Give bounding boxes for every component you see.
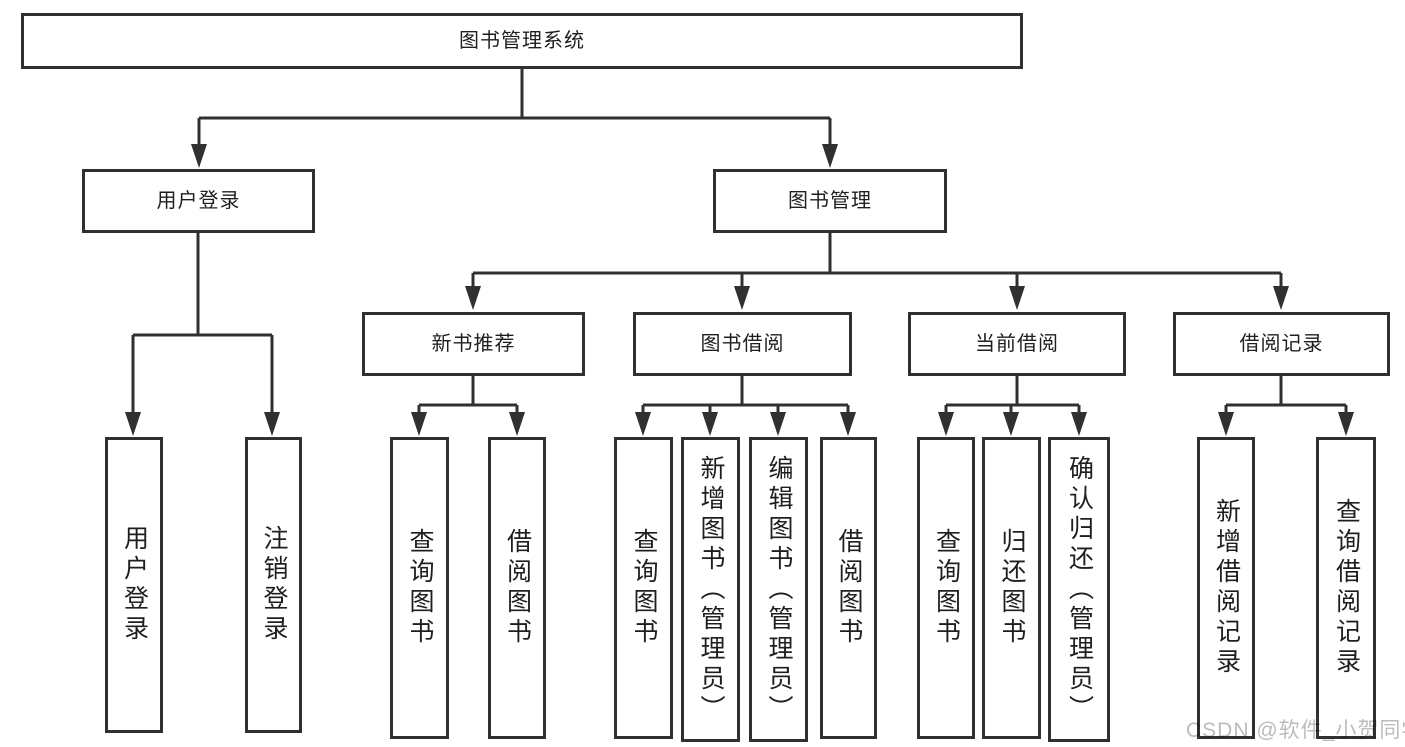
arrow-down-icon <box>1218 412 1234 436</box>
node-records-add-borrow-record: 新增借阅记录 <box>1197 437 1255 739</box>
arrow-down-icon <box>840 412 856 436</box>
node-label: 新增图书（管理员） <box>697 454 725 725</box>
node-logout-leaf: 注销登录 <box>245 437 302 733</box>
arrow-down-icon <box>465 286 481 310</box>
arrow-down-icon <box>822 144 838 168</box>
node-current-query-books: 查询图书 <box>917 437 975 739</box>
csdn-watermark: CSDN @软件_小贺同学 <box>1186 719 1405 742</box>
connector-root-to-level2 <box>197 69 832 147</box>
arrow-down-icon <box>1009 286 1025 310</box>
node-user-login-leaf: 用户登录 <box>105 437 163 733</box>
connector-borrowing-children <box>641 376 850 415</box>
connector-records-children <box>1224 376 1348 415</box>
node-label: 图书管理 <box>788 190 872 212</box>
node-rec-query-books: 查询图书 <box>390 437 449 739</box>
node-label: 借阅图书 <box>503 528 532 648</box>
arrow-down-icon <box>702 412 718 436</box>
node-label: 借阅图书 <box>835 528 863 648</box>
arrow-down-icon <box>635 412 651 436</box>
node-label: 新书推荐 <box>431 333 516 355</box>
arrow-down-icon <box>734 286 750 310</box>
node-label: 图书借阅 <box>700 333 785 355</box>
node-borrow-query-books: 查询图书 <box>614 437 673 739</box>
node-label: 借阅记录 <box>1239 333 1324 355</box>
node-label: 图书管理系统 <box>459 30 585 52</box>
node-label: 注销登录 <box>260 525 288 645</box>
node-current-borrowing: 当前借阅 <box>908 312 1126 376</box>
node-book-management: 图书管理 <box>713 169 947 233</box>
node-borrow-edit-books-admin: 编辑图书（管理员） <box>749 437 808 742</box>
connector-recommendation-children <box>417 376 519 415</box>
node-label: 当前借阅 <box>975 333 1059 355</box>
arrow-down-icon <box>770 412 786 436</box>
node-new-book-recommendation: 新书推荐 <box>362 312 585 376</box>
arrow-down-icon <box>1003 412 1019 436</box>
arrow-down-icon <box>509 412 525 436</box>
node-current-confirm-return-admin: 确认归还（管理员） <box>1048 437 1110 742</box>
arrow-down-icon <box>1338 412 1354 436</box>
node-label: 查询图书 <box>406 528 434 648</box>
node-borrow-borrow-books: 借阅图书 <box>820 437 877 739</box>
arrowheads <box>125 144 1354 436</box>
node-rec-borrow-books: 借阅图书 <box>488 437 546 739</box>
node-label: 归还图书 <box>998 528 1026 648</box>
arrow-down-icon <box>1071 412 1087 436</box>
node-borrowing-records: 借阅记录 <box>1173 312 1390 376</box>
node-label: 查询图书 <box>630 528 658 648</box>
node-borrow-add-books-admin: 新增图书（管理员） <box>681 437 740 742</box>
arrow-down-icon <box>125 412 141 436</box>
node-label: 新增借阅记录 <box>1212 498 1241 678</box>
node-label: 查询图书 <box>932 528 961 648</box>
node-label: 编辑图书（管理员） <box>765 454 793 725</box>
node-book-borrowing: 图书借阅 <box>633 312 852 376</box>
arrow-down-icon <box>264 412 280 436</box>
connector-user-login-to-children <box>131 233 274 415</box>
arrow-down-icon <box>1273 286 1289 310</box>
node-label: 查询借阅记录 <box>1332 498 1361 678</box>
arrow-down-icon <box>411 412 427 436</box>
node-user-login: 用户登录 <box>82 169 315 233</box>
connector-current-children <box>944 376 1081 415</box>
node-label: 确认归还（管理员） <box>1065 454 1094 725</box>
node-records-query-borrow-record: 查询借阅记录 <box>1316 437 1376 739</box>
arrow-down-icon <box>191 144 207 168</box>
node-system-root: 图书管理系统 <box>21 13 1023 69</box>
node-current-return-books: 归还图书 <box>982 437 1041 739</box>
arrow-down-icon <box>938 412 954 436</box>
node-label: 用户登录 <box>156 190 241 212</box>
connector-book-management-to-level3 <box>471 233 1283 289</box>
node-label: 用户登录 <box>120 525 149 645</box>
